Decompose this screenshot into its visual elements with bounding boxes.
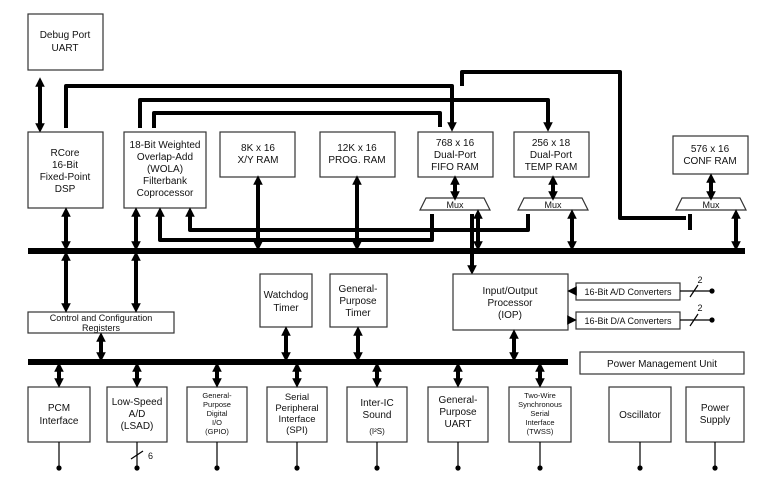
svg-text:16-Bit A/D Converters: 16-Bit A/D Converters [584, 287, 672, 297]
oscillator-block: Oscillator [608, 386, 672, 443]
svg-text:Oscillator: Oscillator [619, 410, 661, 421]
main-bus-connections [61, 173, 741, 275]
peripheral-bus-links [54, 362, 545, 388]
conf-mux: Mux [675, 197, 747, 211]
power-management-unit-block: Power Management Unit [579, 351, 745, 375]
ad-input-line: 2 [680, 275, 715, 298]
top-interconnect-lines [35, 70, 686, 220]
temp-mux: Mux [517, 197, 589, 211]
da-output-line: 2 [680, 303, 715, 327]
svg-text:16-Bit D/A Converters: 16-Bit D/A Converters [584, 316, 672, 326]
svg-text:Power Management Unit: Power Management Unit [607, 359, 717, 370]
svg-text:Mux: Mux [702, 200, 720, 210]
svg-text:6: 6 [148, 451, 153, 461]
ad-converters-block: 16-Bit A/D Converters [575, 282, 681, 301]
svg-text:2: 2 [697, 275, 702, 285]
svg-text:Mux: Mux [446, 200, 464, 210]
svg-text:Mux: Mux [544, 200, 562, 210]
da-converters-block: 16-Bit D/A Converters [575, 311, 681, 330]
svg-text:8K x 16X/Y RAM: 8K x 16X/Y RAM [238, 143, 279, 166]
svg-text:(I²S): (I²S) [369, 427, 385, 436]
svg-text:2: 2 [697, 303, 702, 313]
external-pins: 6 [56, 442, 718, 471]
fifo-mux: Mux [419, 197, 491, 211]
